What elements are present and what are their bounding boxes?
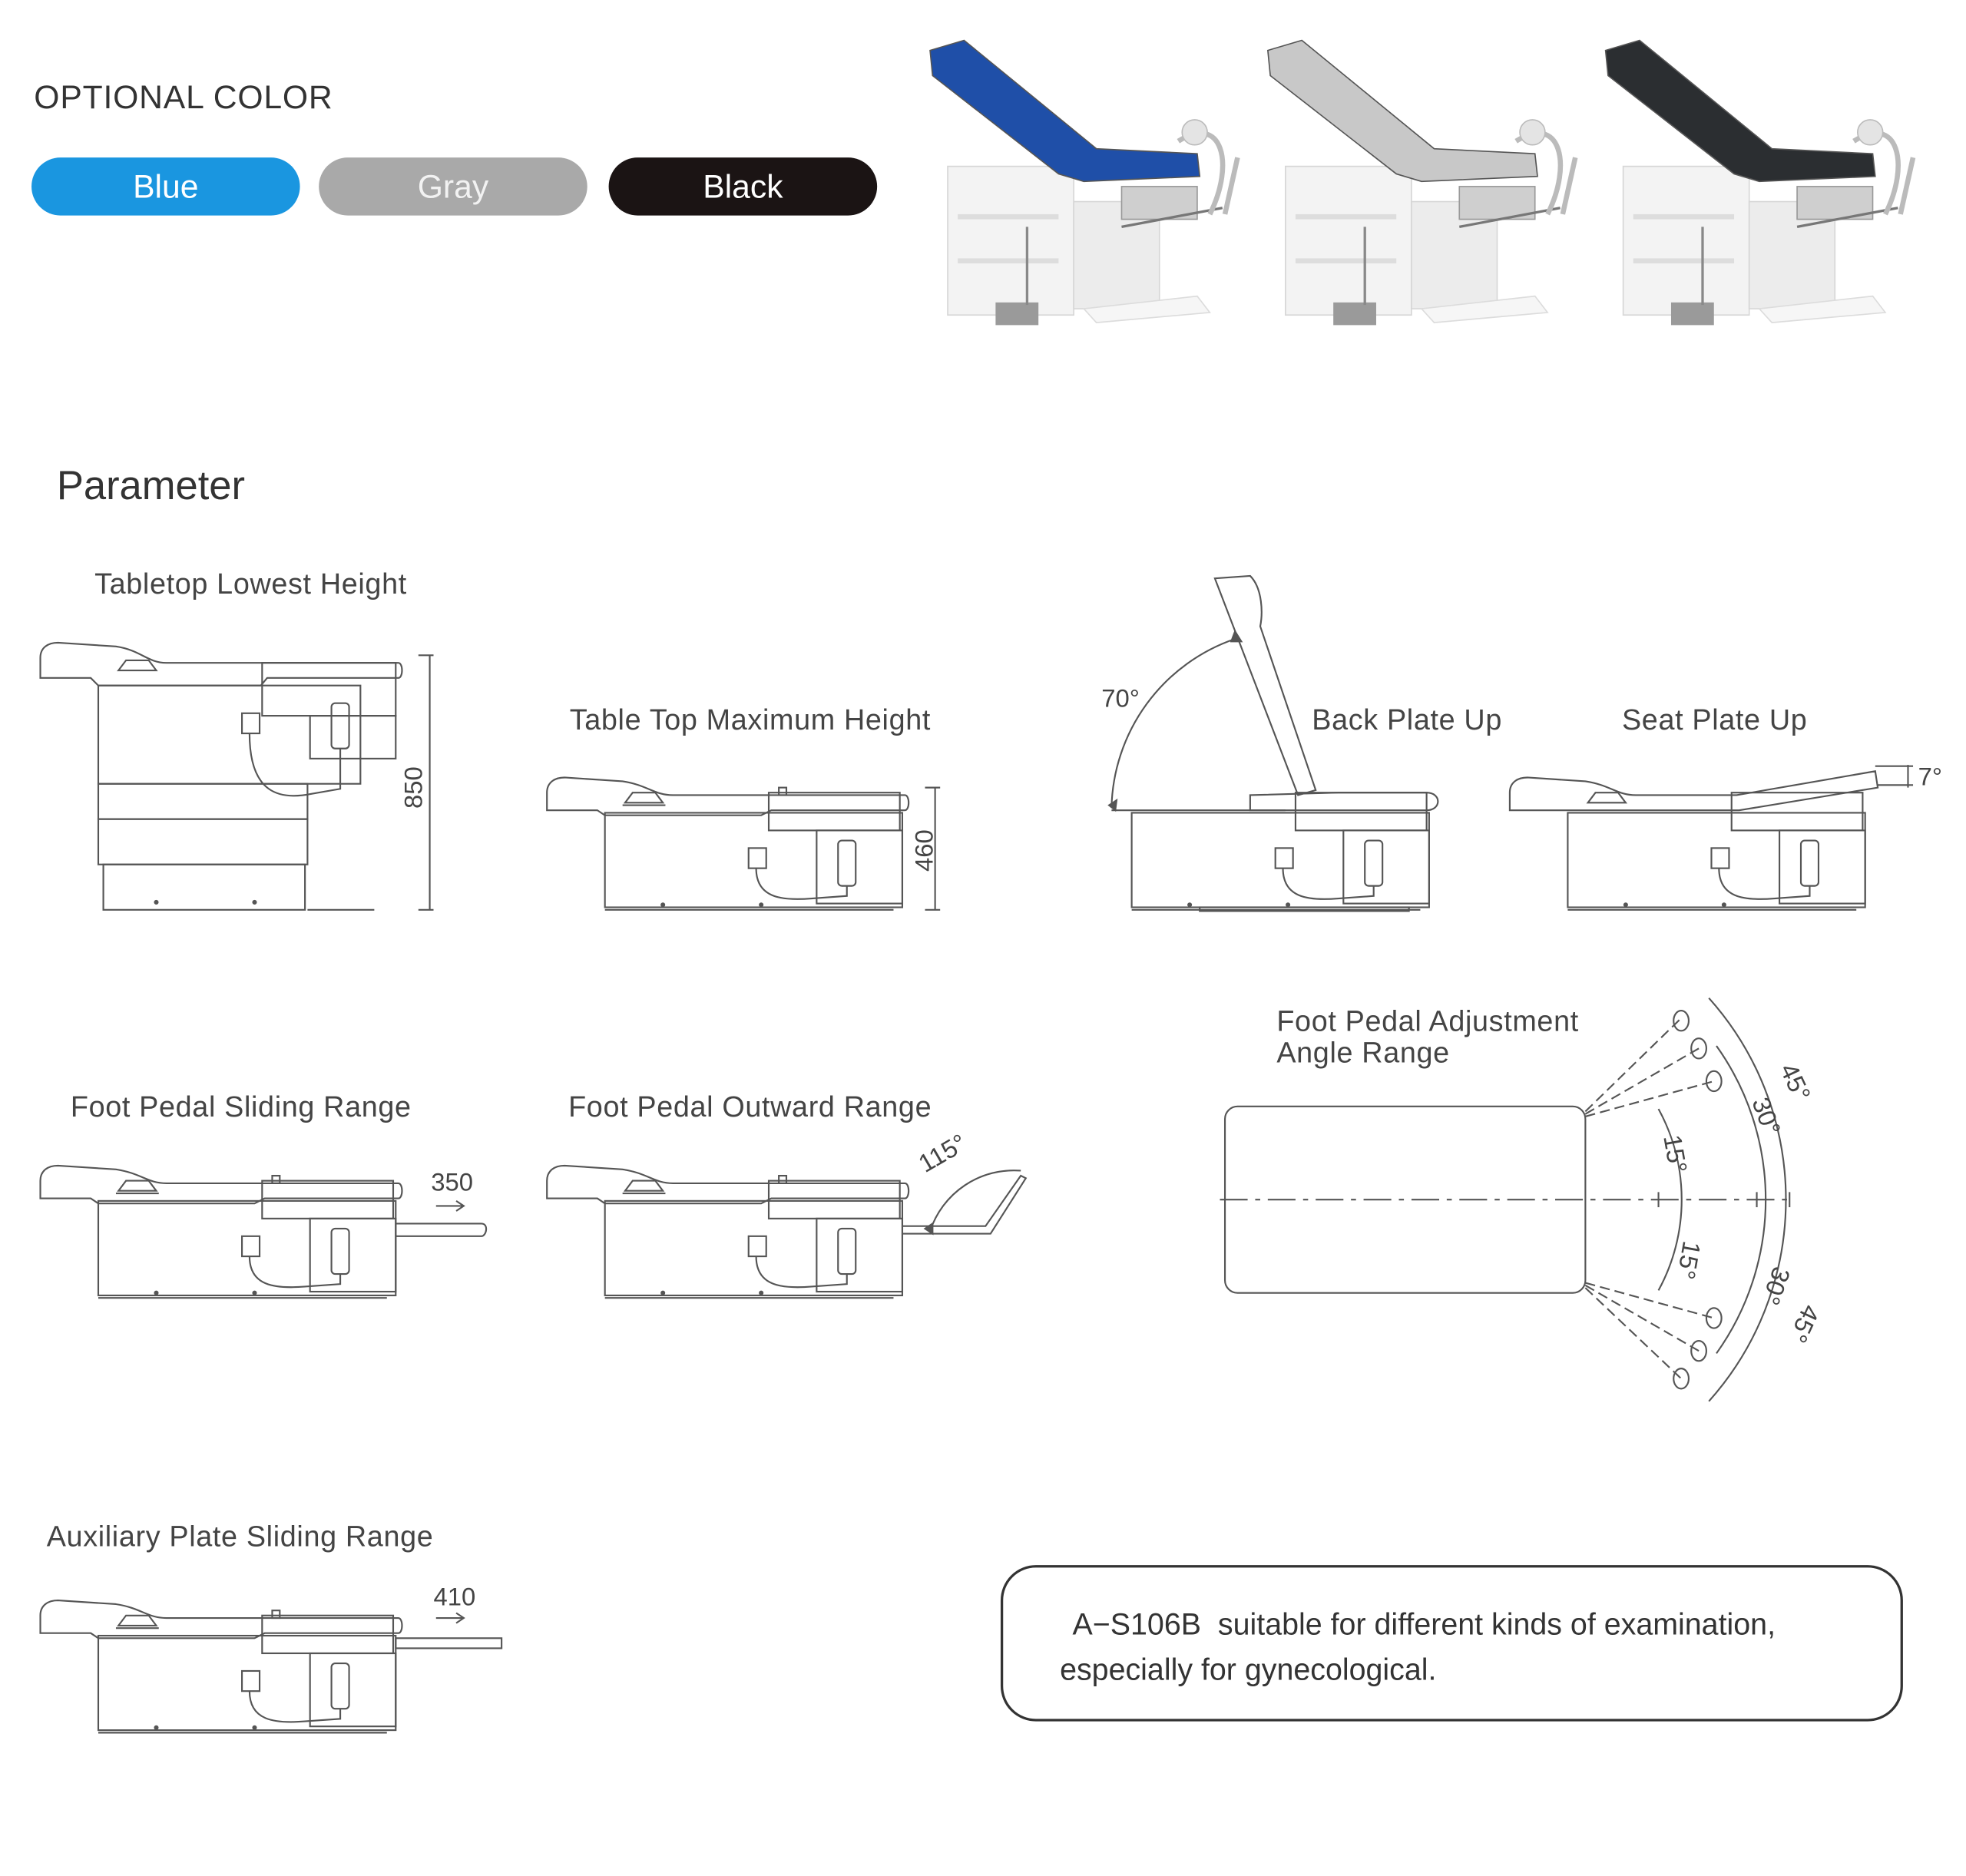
swatch-label: Black <box>703 167 783 205</box>
pedal-angle-30-upper: 30° <box>1746 1094 1786 1139</box>
parameter-title: Parameter <box>56 462 245 508</box>
color-swatch-black[interactable]: Black <box>608 157 878 216</box>
pedal-angle-15-upper: 15° <box>1658 1133 1693 1175</box>
note-line1: suitable for different kinds of examinat… <box>1217 1607 1776 1643</box>
tabletop-lowest-height-label: Tabletop Lowest Height <box>94 567 407 601</box>
swatch-label: Gray <box>417 167 489 205</box>
table-top-maximum-height-label: Table Top Maximum Height <box>569 703 932 736</box>
pedal-angle-15-lower: 15° <box>1672 1239 1706 1282</box>
lowest-height-value: 850 <box>399 766 428 809</box>
auxiliary-plate-sliding-range-label: Auxiliary Plate Sliding Range <box>46 1520 434 1553</box>
color-swatch-blue[interactable]: Blue <box>31 157 300 216</box>
color-swatch-gray[interactable]: Gray <box>319 157 587 216</box>
back-plate-angle: 70° <box>1101 684 1140 713</box>
back-plate-up-label: Back Plate Up <box>1312 703 1502 736</box>
seat-plate-angle: 7° <box>1918 762 1942 790</box>
foot-pedal-outward-range-label: Foot Pedal Outward Range <box>568 1090 932 1123</box>
foot-pedal-adjustment-label-line1: Foot Pedal Adjustment <box>1276 1004 1579 1037</box>
model-number: A−S106B <box>1072 1607 1202 1643</box>
chair-images <box>929 39 1966 353</box>
foot-pedal-adjustment-label-line2: Angle Range <box>1276 1035 1450 1069</box>
foot-pedal-sliding-value: 350 <box>431 1168 473 1196</box>
foot-pedal-outward-angle: 115° <box>913 1128 971 1178</box>
pedal-angle-30-lower: 30° <box>1756 1263 1796 1309</box>
maximum-height-value: 460 <box>909 829 938 872</box>
pedal-angle-45-upper: 45° <box>1775 1059 1817 1106</box>
seat-plate-up-label: Seat Plate Up <box>1621 703 1808 736</box>
foot-pedal-sliding-range-label: Foot Pedal Sliding Range <box>70 1090 412 1123</box>
swatch-label: Blue <box>133 167 199 205</box>
note-line2: especially for gynecological. <box>1060 1653 1437 1688</box>
model-note-box: A−S106B suitable for different kinds of … <box>1000 1565 1903 1722</box>
auxiliary-plate-sliding-value: 410 <box>434 1583 476 1611</box>
pedal-angle-45-lower: 45° <box>1784 1301 1826 1348</box>
optional-color-title: OPTIONAL COLOR <box>34 78 333 116</box>
